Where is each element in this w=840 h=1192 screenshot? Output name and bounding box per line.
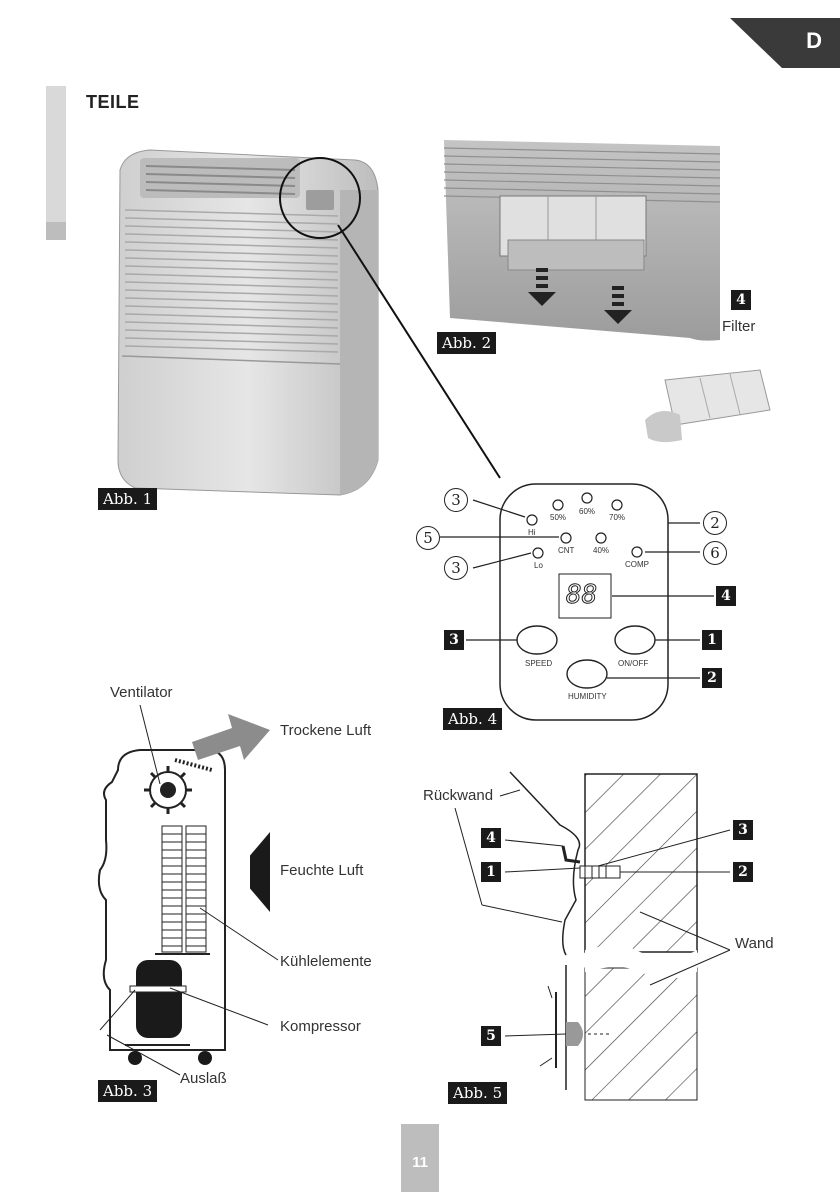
cross-section-diagram bbox=[99, 705, 278, 1075]
mount-callout-2: 2 bbox=[733, 862, 753, 882]
filter-label: Filter bbox=[722, 318, 755, 335]
mount-callout-4: 4 bbox=[481, 828, 501, 848]
coolers-label: Kühlelemente bbox=[280, 953, 372, 970]
led-label-comp: COMP bbox=[625, 560, 649, 569]
callout-3-speed-button: 3 bbox=[444, 630, 464, 650]
mount-callout-3: 3 bbox=[733, 820, 753, 840]
filter-number: 4 bbox=[731, 290, 751, 310]
humidity-button-label: HUMIDITY bbox=[568, 692, 607, 701]
wall-label: Wand bbox=[735, 935, 774, 952]
callout-5-cnt: 5 bbox=[416, 526, 440, 550]
callout-6-comp: 6 bbox=[703, 541, 727, 565]
led-label-hi: Hi bbox=[528, 528, 536, 537]
onoff-button-label: ON/OFF bbox=[618, 659, 648, 668]
callout-2-humidity-button: 2 bbox=[702, 668, 722, 688]
mount-callout-1: 1 bbox=[481, 862, 501, 882]
outlet-label: Auslaß bbox=[180, 1070, 227, 1087]
dry-air-label: Trockene Luft bbox=[280, 722, 371, 739]
callout-2-humidity-leds: 2 bbox=[703, 511, 727, 535]
led-label-70: 70% bbox=[609, 513, 625, 522]
figure-label-abb3: Abb. 3 bbox=[98, 1080, 157, 1102]
led-label-50: 50% bbox=[550, 513, 566, 522]
figure-label-abb4: Abb. 4 bbox=[443, 708, 502, 730]
callout-4-display: 4 bbox=[716, 586, 736, 606]
callout-3-speed-hi: 3 bbox=[444, 488, 468, 512]
compressor-label: Kompressor bbox=[280, 1018, 361, 1035]
led-label-cnt: CNT bbox=[558, 546, 574, 555]
callout-3-speed-lo: 3 bbox=[444, 556, 468, 580]
wall-mount-diagram bbox=[455, 772, 730, 1100]
page-number: 11 bbox=[401, 1154, 439, 1171]
callout-1-onoff: 1 bbox=[702, 630, 722, 650]
speed-button-label: SPEED bbox=[525, 659, 552, 668]
filter-photo bbox=[444, 140, 770, 442]
dehumidifier-photo bbox=[118, 150, 500, 495]
mount-callout-5: 5 bbox=[481, 1026, 501, 1046]
led-label-60: 60% bbox=[579, 507, 595, 516]
humid-air-label: Feuchte Luft bbox=[280, 862, 363, 879]
digital-display: 88 bbox=[566, 580, 597, 610]
figure-label-abb2: Abb. 2 bbox=[437, 332, 496, 354]
back-wall-label: Rückwand bbox=[423, 787, 493, 804]
led-label-lo: Lo bbox=[534, 561, 543, 570]
ventilator-label: Ventilator bbox=[110, 684, 173, 701]
page-number-tab: 11 bbox=[401, 1124, 439, 1192]
figure-label-abb5: Abb. 5 bbox=[448, 1082, 507, 1104]
led-label-40: 40% bbox=[593, 546, 609, 555]
figure-label-abb1: Abb. 1 bbox=[98, 488, 157, 510]
